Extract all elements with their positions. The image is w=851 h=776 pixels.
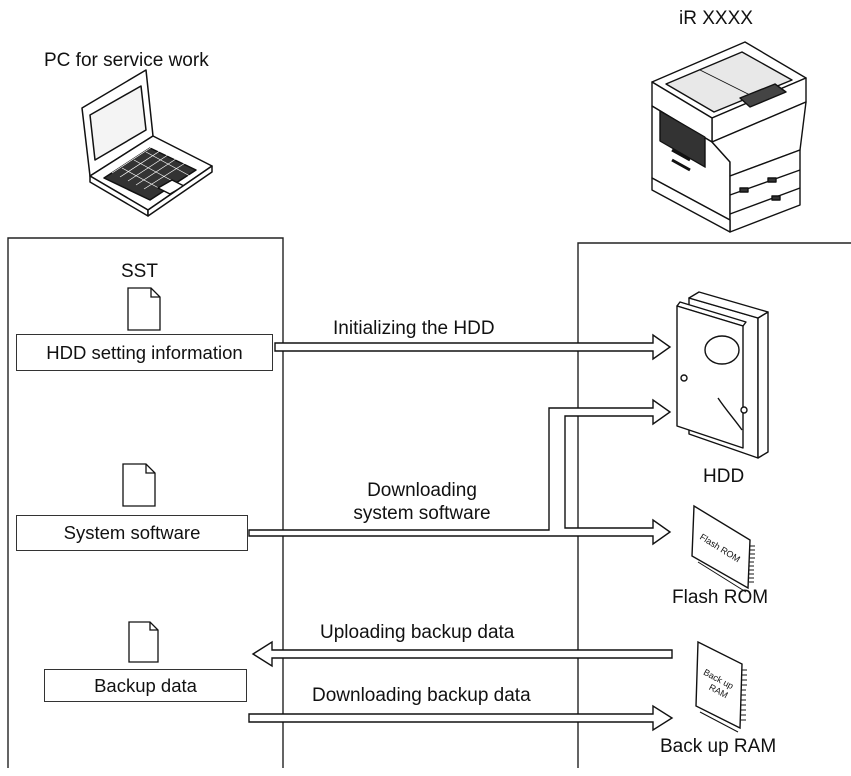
- flash-rom-label: Flash ROM: [672, 587, 769, 608]
- system-software-label: System software: [63, 522, 201, 543]
- backup-data-label: Backup data: [94, 674, 197, 696]
- hdd-setting-info-box: HDD setting information: [16, 334, 273, 371]
- pc-label: PC for service work: [44, 50, 209, 71]
- hdd-label: HDD: [703, 466, 745, 487]
- pc-panel-frame: [7, 237, 284, 768]
- download-backup-arrow: [248, 704, 674, 732]
- init-hdd-arrow: [274, 333, 672, 361]
- device-label: iR XXXX: [679, 8, 753, 29]
- laptop-icon: [81, 69, 213, 217]
- document-icon: [127, 287, 161, 331]
- system-software-box: System software: [16, 515, 248, 551]
- copier-icon: [651, 41, 807, 233]
- backup-ram-label: Back up RAM: [660, 736, 777, 757]
- document-icon: [122, 463, 156, 507]
- upload-backup-arrow: [251, 640, 673, 668]
- device-panel-frame: [577, 242, 851, 768]
- download-backup-label: Downloading backup data: [312, 685, 531, 706]
- flash-rom-chip-icon: Flash ROM: [691, 504, 755, 593]
- upload-backup-label: Uploading backup data: [320, 622, 515, 643]
- hdd-icon: [676, 291, 769, 459]
- document-icon: [128, 621, 159, 663]
- backup-ram-chip-icon: Back up RAM: [695, 640, 747, 733]
- hdd-setting-info-label: HDD setting information: [46, 341, 243, 363]
- download-system-software-label-line2: system software: [353, 503, 491, 524]
- download-system-software-label-line1: Downloading: [367, 480, 477, 501]
- download-system-software-arrow: [248, 398, 672, 546]
- init-hdd-label: Initializing the HDD: [333, 318, 495, 339]
- sst-label: SST: [121, 261, 158, 282]
- backup-data-box: Backup data: [44, 669, 247, 702]
